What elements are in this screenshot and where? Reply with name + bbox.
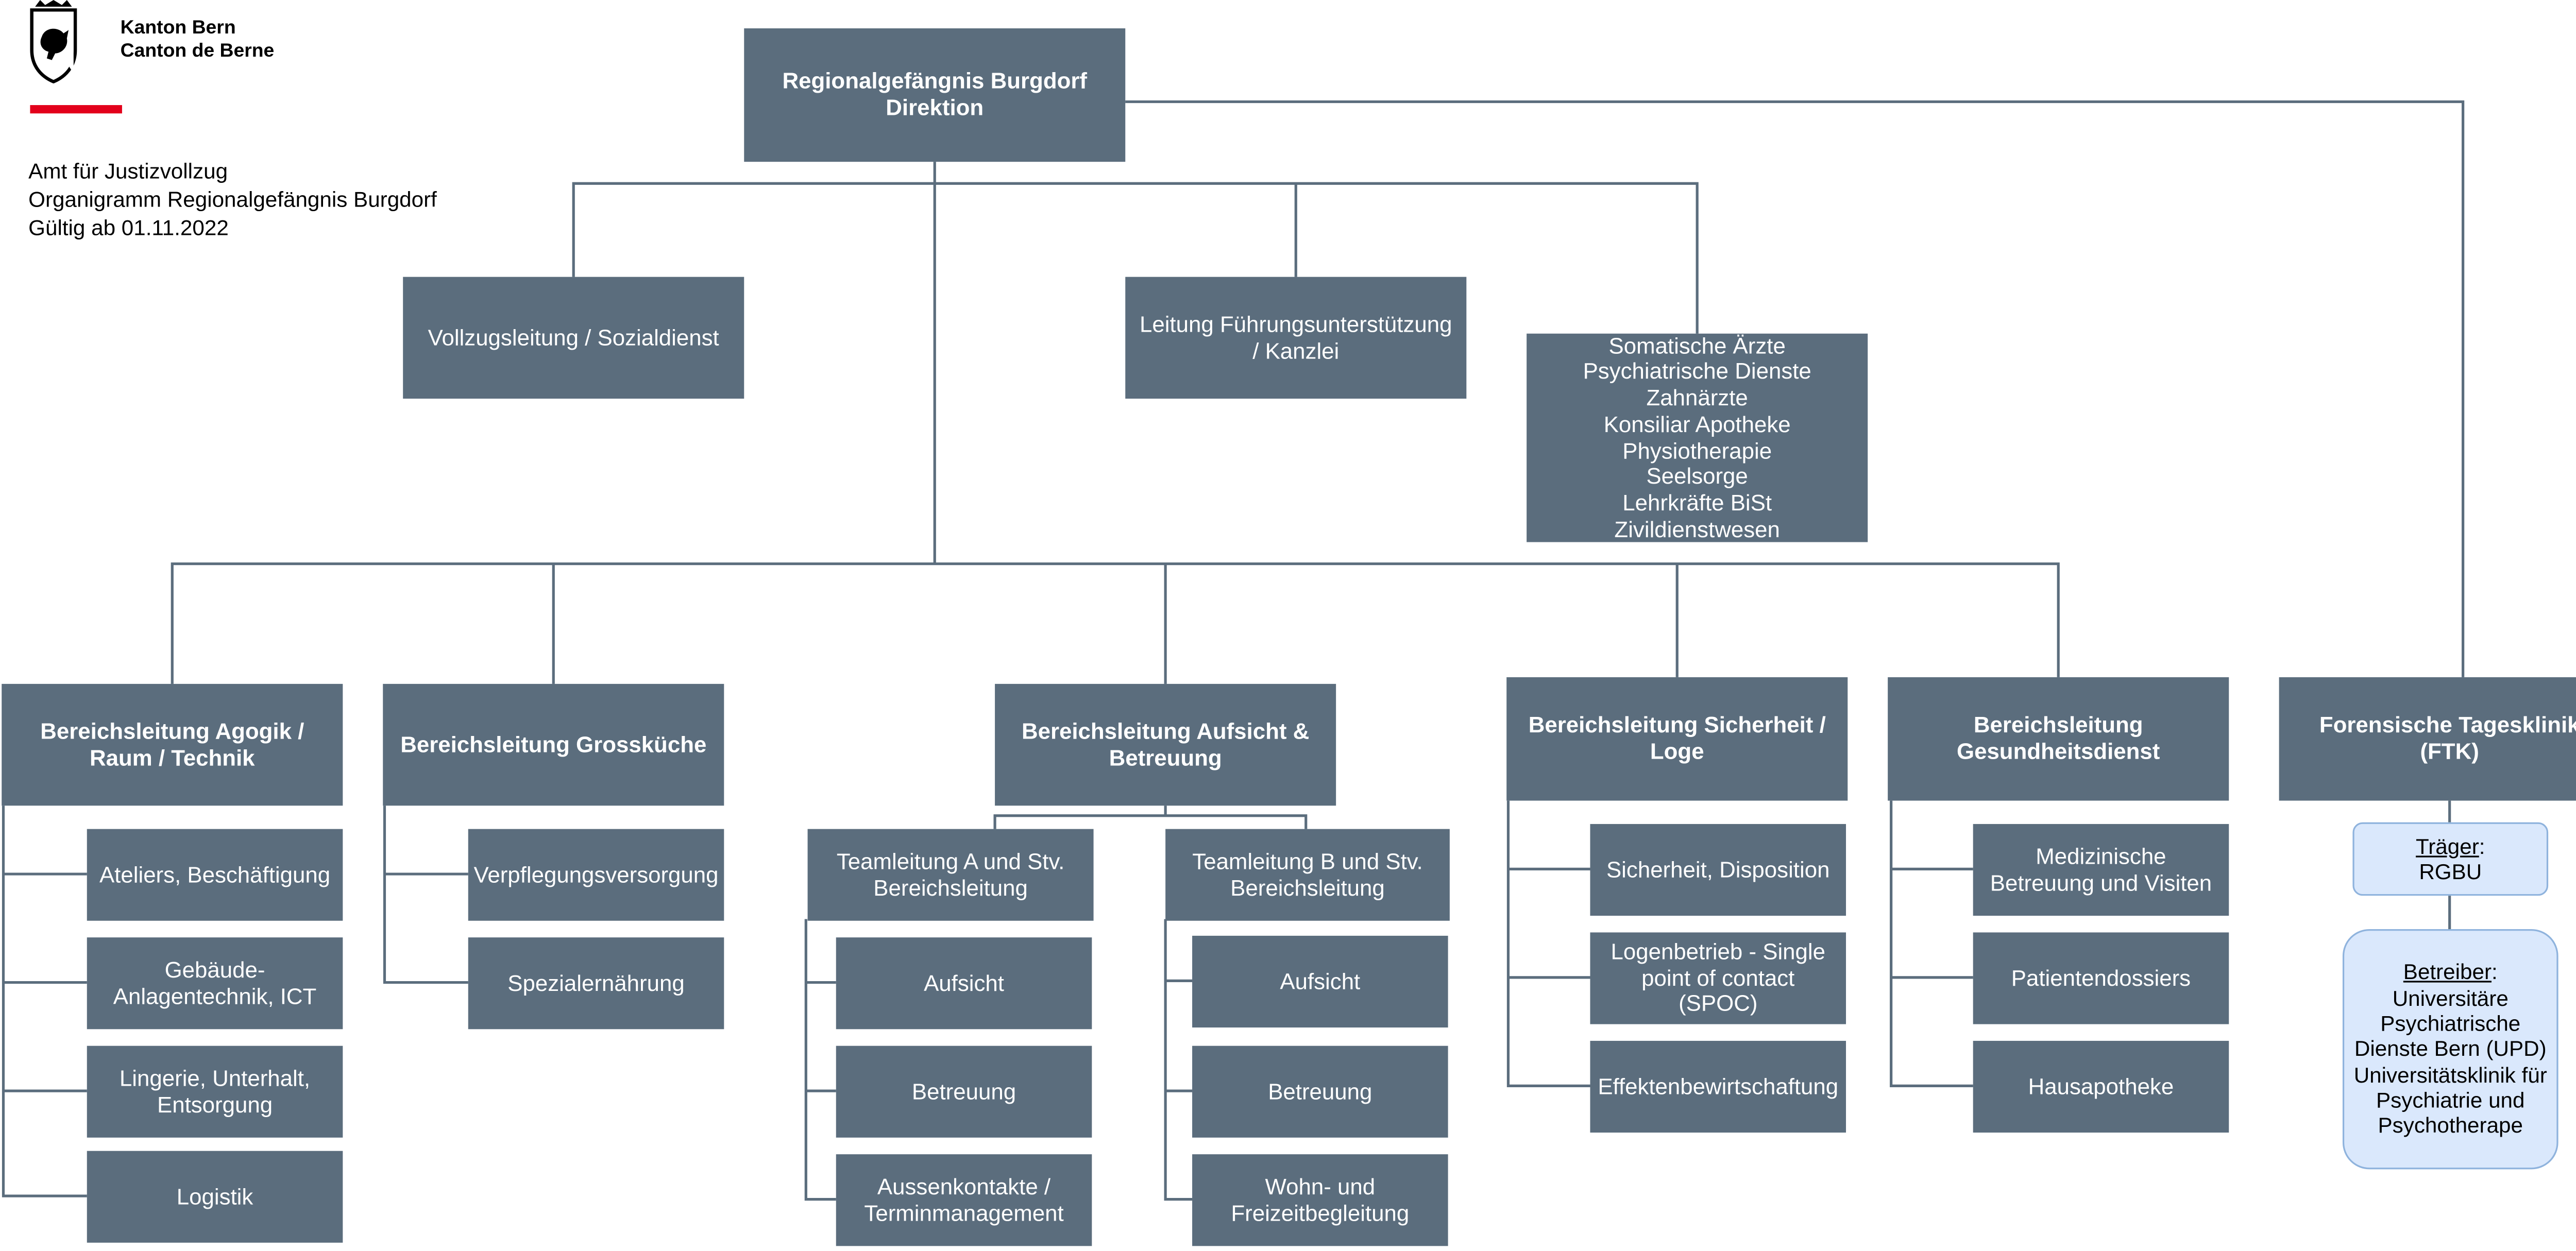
traeger-label-line: Träger: [2416,833,2485,859]
node-sicherheit-child: Effektenbewirtschaftung [1590,1040,1846,1133]
service-item: Konsiliar Apotheke [1603,412,1791,437]
header-office: Amt für Justizvollzug [28,158,228,184]
node-gesundheitsdienst: Bereichsleitung Gesundheitsdienst [1888,677,2229,801]
header-document-title: Organigramm Regionalgefängnis Burgdorf [28,186,437,212]
bern-coat-of-arms-logo [30,0,77,83]
node-agogik-child: Lingerie, Unterhalt, Entsorgung [87,1046,343,1138]
node-ftk-betreiber: Betreiber: Universitäre Psychiatrische D… [2342,929,2558,1170]
traeger-label: Träger [2416,833,2479,859]
node-grosskueche-child: Spezialernährung [468,937,724,1030]
node-gesundheit-child: Hausapotheke [1973,1040,2229,1133]
node-sicherheit-loge: Bereichsleitung Sicherheit / Loge [1506,677,1848,801]
node-sicherheit-child: Sicherheit, Disposition [1590,824,1846,916]
node-gesundheit-child: Patientendossiers [1973,932,2229,1024]
node-team-a-child: Aussenkontakte / Terminmanagement [836,1154,1092,1246]
betreiber-value: Universitäre Psychiatrische Dienste Bern… [2353,985,2547,1138]
node-team-b-child: Wohn- und Freizeitbegleitung [1192,1154,1448,1246]
traeger-value: RGBU [2419,859,2482,884]
service-item: Physiotherapie [1622,438,1772,463]
node-forensische-tagesklinik: Forensische Tagesklinik (FTK) [2279,677,2576,801]
node-team-a-child: Aufsicht [836,937,1092,1030]
service-item: Psychiatrische Dienste [1583,359,1811,385]
service-item: Zivildienstwesen [1614,516,1780,542]
node-agogik: Bereichsleitung Agogik / Raum / Technik [2,683,343,806]
node-teamleitung-a: Teamleitung A und Stv. Bereichsleitung [807,829,1094,921]
node-direktion: Regionalgefängnis Burgdorf Direktion [744,28,1126,162]
node-sicherheit-child: Logenbetrieb - Single point of contact (… [1590,932,1846,1024]
canton-name-fr: Canton de Berne [120,41,275,62]
header-valid-from: Gültig ab 01.11.2022 [28,215,229,241]
node-agogik-child: Ateliers, Beschäftigung [87,829,343,921]
node-grosskueche-child: Verpflegungsversorgung [468,829,724,921]
node-agogik-child: Gebäude- Anlagentechnik, ICT [87,937,343,1030]
node-teamleitung-b: Teamleitung B und Stv. Bereichsleitung [1165,829,1450,921]
node-team-a-child: Betreuung [836,1046,1092,1138]
node-team-b-child: Aufsicht [1192,935,1448,1028]
service-item: Zahnärzte [1646,385,1748,411]
node-vollzugsleitung: Vollzugsleitung / Sozialdienst [403,277,744,399]
node-aufsicht-betreuung: Bereichsleitung Aufsicht & Betreuung [995,683,1336,806]
node-services: Somatische Ärzte Psychiatrische Dienste … [1527,333,1868,542]
node-agogik-child: Logistik [87,1151,343,1243]
node-grosskueche: Bereichsleitung Grossküche [383,683,724,806]
betreiber-label-line: Betreiber: [2403,959,2498,985]
node-team-b-child: Betreuung [1192,1046,1448,1138]
service-item: Seelsorge [1646,464,1748,489]
node-fuehrungsunterstuetzung: Leitung Führungsunterstützung / Kanzlei [1125,277,1467,399]
node-ftk-traeger: Träger: RGBU [2352,822,2549,896]
node-gesundheit-child: Medizinische Betreuung und Visiten [1973,824,2229,916]
canton-name-de: Kanton Bern [120,18,236,39]
betreiber-label: Betreiber [2403,959,2492,985]
service-item: Lehrkräfte BiSt [1622,490,1772,516]
red-accent-bar [30,105,122,114]
canton-name: Kanton Bern Canton de Berne [121,16,275,63]
service-item: Somatische Ärzte [1608,333,1786,358]
